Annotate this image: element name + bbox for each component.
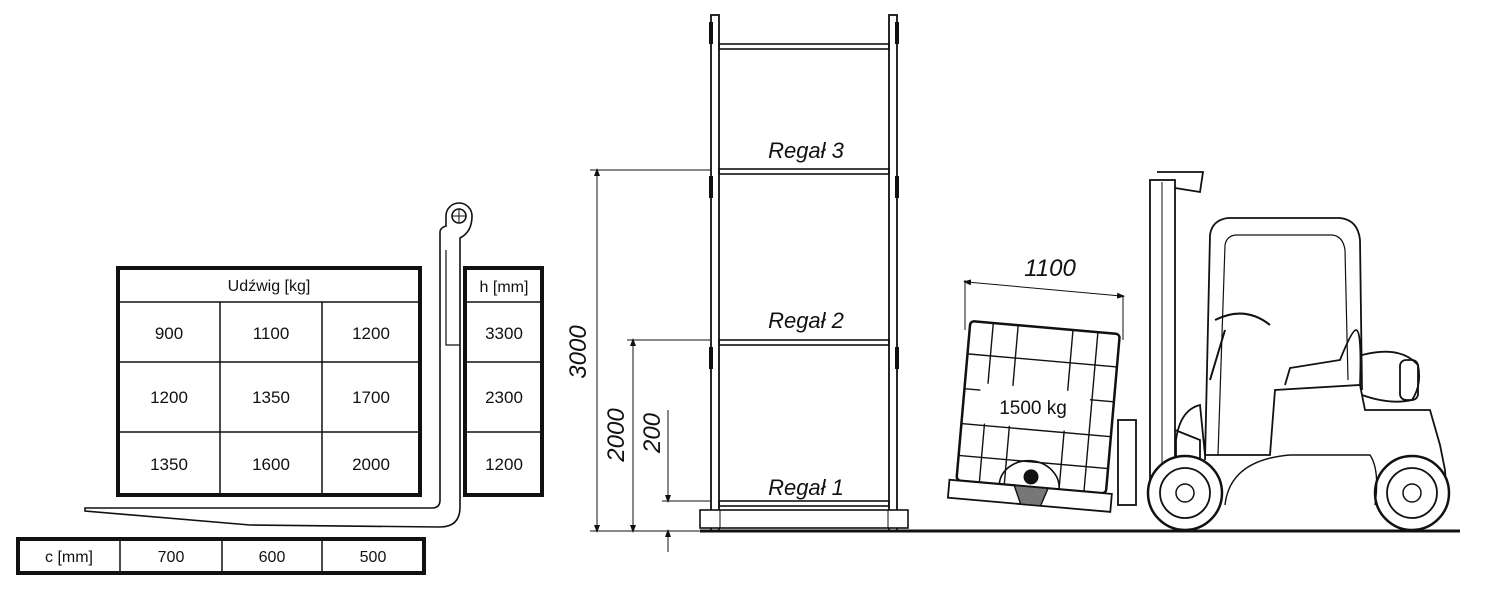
center-cell: 700 — [158, 549, 185, 566]
capacity-cell: 1700 — [352, 388, 390, 407]
capacity-cell: 2000 — [352, 455, 390, 474]
center-cell: 500 — [360, 549, 387, 566]
load-label: 1500 kg — [999, 398, 1067, 419]
dimension-200: 200 — [639, 412, 666, 454]
shelf-label-3: Regał 3 — [768, 138, 845, 163]
height-cell: 1200 — [485, 455, 523, 474]
shelf-label-2: Regał 2 — [768, 308, 844, 333]
height-cell: 3300 — [485, 324, 523, 343]
center-header: c [mm] — [45, 549, 93, 566]
capacity-cell: 1200 — [352, 324, 390, 343]
capacity-cell: 1100 — [253, 324, 290, 343]
capacity-cell: 1350 — [252, 388, 290, 407]
capacity-cell: 900 — [155, 324, 183, 343]
capacity-cell: 1200 — [150, 388, 188, 407]
height-cell: 2300 — [485, 388, 523, 407]
height-header: h [mm] — [480, 279, 529, 296]
capacity-cell: 1350 — [150, 455, 188, 474]
forklift-drawing — [1117, 171, 1451, 532]
capacity-table: Udźwig [kg] 900 1100 1200 1200 1350 1700… — [116, 266, 422, 497]
capacity-header: Udźwig [kg] — [228, 278, 311, 295]
ibc-container-drawing — [946, 320, 1121, 513]
fork-drawing — [84, 202, 473, 528]
rack-drawing — [699, 14, 909, 532]
load-center-table: c [mm] 700 600 500 — [16, 537, 426, 575]
capacity-cell: 1600 — [252, 455, 290, 474]
dimension-2000: 2000 — [603, 408, 630, 463]
center-cell: 600 — [259, 549, 286, 566]
dimension-lines — [590, 168, 1125, 552]
height-table: h [mm] 3300 2300 1200 — [463, 266, 544, 497]
dimension-1100: 1100 — [1024, 255, 1076, 282]
shelf-label-1: Regał 1 — [768, 475, 844, 500]
dimension-3000: 3000 — [565, 325, 592, 379]
